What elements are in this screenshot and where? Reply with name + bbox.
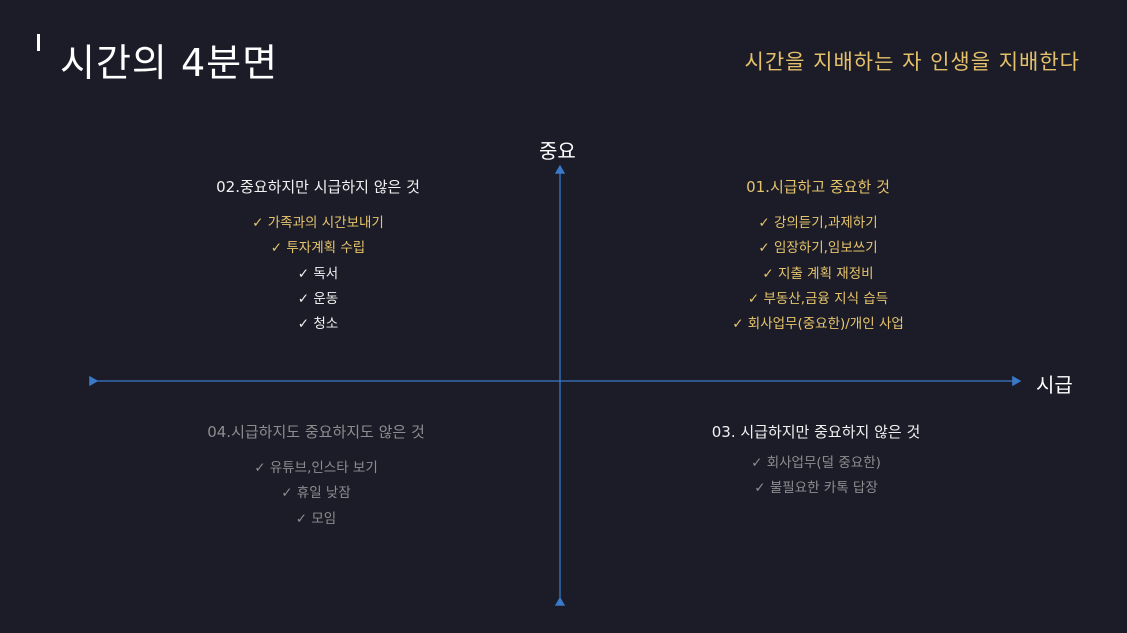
title-accent-bar (37, 34, 40, 51)
urgency-axis-label: 시급 (1036, 373, 1073, 397)
list-item: ✓ 투자계획 수립 (270, 240, 366, 257)
quadrant-1: 01.시급하고 중요한 것 ✓ 강의듣기,과제하기 ✓ 임장하기,임보쓰기 ✓ … (608, 177, 1028, 339)
list-item: ✓ 강의듣기,과제하기 (758, 215, 878, 231)
quadrant-title: 01.시급하고 중요한 것 (746, 178, 890, 196)
quadrant-3: 03. 시급하지만 중요하지 않은 것 ✓ 회사업무(덜 중요한) ✓ 불필요한… (606, 422, 1026, 504)
list-item: ✓ 회사업무(덜 중요한) (751, 455, 881, 471)
list-item: ✓ 휴일 낮잠 (281, 485, 351, 502)
list-item: ✓ 청소 (297, 316, 339, 333)
list-item: ✓ 지출 계획 재정비 (762, 265, 874, 282)
list-item: ✓ 모임 (295, 510, 337, 527)
list-item: ✓ 운동 (297, 290, 339, 307)
page-title: 시간의 4분면 (60, 41, 279, 85)
quadrant-title: 02.중요하지만 시급하지 않은 것 (216, 178, 420, 196)
quadrant-title: 03. 시급하지만 중요하지 않은 것 (711, 423, 921, 441)
importance-axis-label: 중요 (539, 139, 576, 163)
list-item: ✓ 유튜브,인스타 보기 (254, 460, 378, 476)
list-item: ✓ 부동산,금융 지식 습득 (747, 290, 889, 307)
page-subtitle: 시간을 지배하는 자 인생을 지배한다 (744, 50, 1080, 74)
quadrant-4: 04.시급하지도 중요하지도 않은 것 ✓ 유튜브,인스타 보기 ✓ 휴일 낮잠… (106, 422, 526, 534)
list-item: ✓ 가족과의 시간보내기 (252, 215, 384, 231)
list-item: ✓ 임장하기,임보쓰기 (758, 240, 878, 257)
list-item: ✓ 독서 (297, 265, 339, 282)
quadrant-2: 02.중요하지만 시급하지 않은 것 ✓ 가족과의 시간보내기 ✓ 투자계획 수… (108, 177, 528, 339)
list-item: ✓ 회사업무(중요한)/개인 사업 (732, 316, 904, 333)
list-item: ✓ 불필요한 카톡 답장 (754, 480, 878, 497)
quadrant-title: 04.시급하지도 중요하지도 않은 것 (207, 423, 425, 441)
